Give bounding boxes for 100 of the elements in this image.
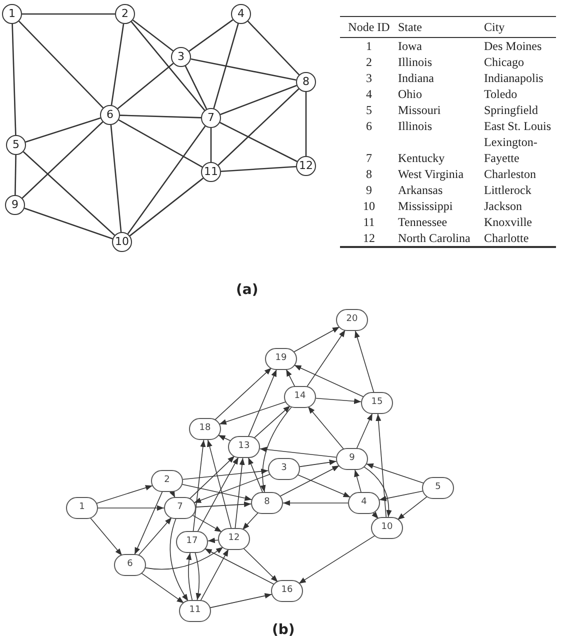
table-cell-text: Charleston <box>484 166 537 182</box>
arrow <box>192 440 206 532</box>
table-cell-text: Iowa <box>398 38 423 54</box>
connector-line <box>25 117 101 143</box>
connector-line <box>130 21 206 111</box>
arrow <box>182 484 252 501</box>
arrow <box>96 485 153 504</box>
table-cell-text: Mississippi <box>398 198 454 214</box>
arrow <box>145 546 224 570</box>
arrow <box>316 398 362 404</box>
arrow <box>397 496 428 520</box>
connector-line <box>210 128 212 162</box>
arrow <box>186 552 193 601</box>
arrow <box>306 330 346 388</box>
connector-line <box>22 151 116 236</box>
arrow <box>169 490 176 498</box>
column-header: City <box>484 19 506 35</box>
arrow <box>282 500 348 506</box>
arrow <box>366 463 424 484</box>
table-cell-text: Illinois <box>398 54 434 70</box>
connector-line <box>218 88 300 166</box>
table-cell-text: Jackson <box>484 198 523 214</box>
connector-line <box>14 154 16 196</box>
connector-line <box>24 208 113 240</box>
table-cell-text: Missouri <box>398 102 442 118</box>
table-cell-text: 9 <box>365 182 373 198</box>
table-cell-text: 1 <box>365 38 373 54</box>
table-cell-text: East St. Louis <box>484 118 552 134</box>
connector-line <box>117 62 174 110</box>
arrow <box>372 512 379 520</box>
table-cell-text: Knoxville <box>484 214 533 230</box>
arrow <box>248 369 277 437</box>
table-cell-text: West Virginia <box>398 166 465 182</box>
table-cell-text: Charlotte <box>484 230 530 246</box>
connector-line <box>305 92 307 156</box>
panel-label: (b) <box>272 621 295 636</box>
table-cell-text: Chicago <box>484 54 525 70</box>
arrow <box>214 367 272 421</box>
connector-line <box>22 121 104 199</box>
connector-line <box>132 20 174 52</box>
connector-line <box>213 23 239 109</box>
arrow <box>208 538 218 544</box>
table-cell-text: Indiana <box>398 70 435 86</box>
arrow <box>188 456 236 500</box>
table-cell-text: 8 <box>365 166 373 182</box>
column-header: Node ID <box>347 19 391 35</box>
arrow <box>356 413 373 449</box>
table-cell-text: 3 <box>365 70 373 86</box>
arrow <box>218 401 286 425</box>
arrow <box>196 502 252 508</box>
connector-line <box>129 178 204 236</box>
arrow <box>138 517 172 556</box>
arrow <box>279 465 340 497</box>
table-cell-text: 2 <box>365 54 373 70</box>
arrow <box>194 552 202 600</box>
connector-line <box>184 66 208 110</box>
connector-line <box>110 124 122 232</box>
arrow <box>294 364 364 398</box>
arrow <box>354 330 374 393</box>
table-cell-text: 4 <box>365 86 373 102</box>
arrow <box>98 505 164 511</box>
table-cell-text: Kentucky <box>398 150 446 166</box>
arrow <box>204 548 275 585</box>
arrow <box>378 490 424 502</box>
arrow <box>242 548 278 582</box>
arrow <box>210 593 272 608</box>
connector-line <box>120 114 202 118</box>
table-cell-text: 12 <box>362 230 376 246</box>
arrow <box>170 518 189 602</box>
table-cell-text: Des Moines <box>484 38 543 54</box>
column-header: State <box>398 19 423 35</box>
arrow <box>218 434 232 442</box>
table-cell-text: 11 <box>362 214 376 230</box>
table-cell-text: 5 <box>365 102 373 118</box>
table-cell-text: Littlerock <box>484 182 532 198</box>
connector-line <box>220 166 296 172</box>
connector-line <box>22 13 115 15</box>
connector-line <box>247 20 300 76</box>
arrow <box>308 406 344 450</box>
arrow <box>354 469 362 493</box>
connector-line <box>220 122 298 162</box>
arrow <box>259 446 337 458</box>
arrow <box>242 512 259 530</box>
connector-line <box>12 24 16 136</box>
arrow <box>192 514 222 532</box>
table-cell-text: Springfield <box>484 102 539 118</box>
arrow <box>253 405 291 439</box>
arrow <box>182 468 269 480</box>
table-cell-text: 10 <box>362 198 376 214</box>
connector-line <box>190 58 296 81</box>
connector-line <box>110 24 124 106</box>
arrow <box>297 474 351 498</box>
table-cell-text: Tennessee <box>398 214 448 230</box>
panel-label: (a) <box>236 281 258 300</box>
table-cell-text: Indianapolis <box>484 70 544 86</box>
arrow <box>200 548 229 602</box>
connector-line <box>220 84 297 116</box>
arrow <box>234 458 245 528</box>
arrow <box>134 491 163 555</box>
arrow <box>194 474 270 504</box>
